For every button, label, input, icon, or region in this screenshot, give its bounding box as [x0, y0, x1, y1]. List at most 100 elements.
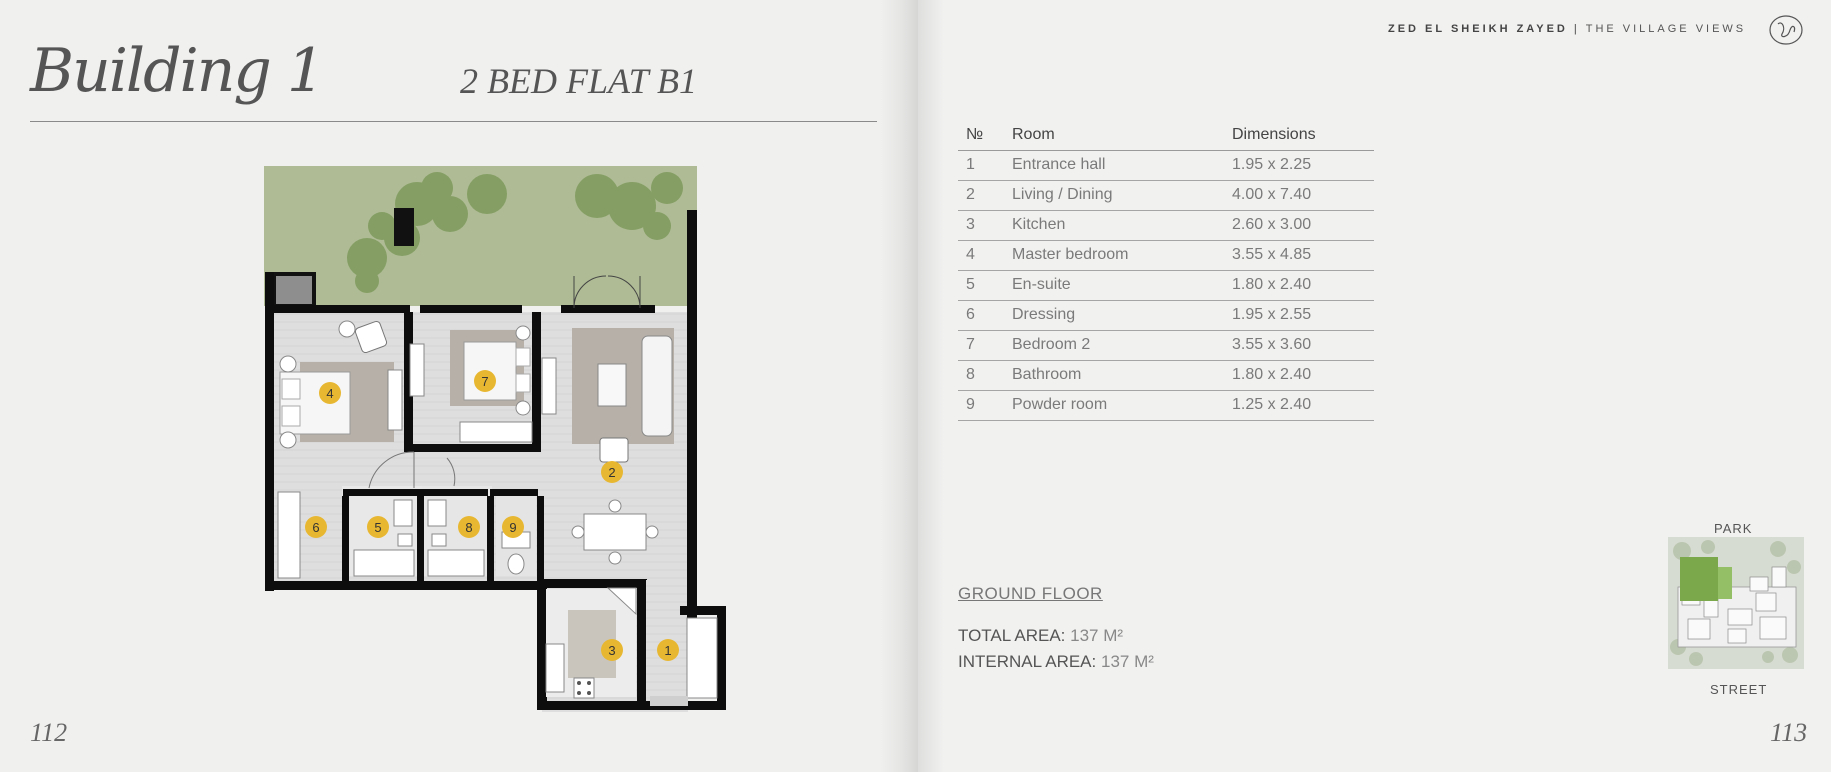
row-room: Powder room [1004, 390, 1224, 421]
row-dimensions: 3.55 x 3.60 [1224, 330, 1374, 361]
total-area-value: 137 M² [1070, 626, 1124, 645]
walls [265, 210, 726, 710]
site-plan-highlight [1680, 557, 1718, 601]
row-room: Dressing [1004, 300, 1224, 331]
svg-text:6: 6 [312, 520, 319, 535]
row-number: 7 [958, 330, 1004, 361]
table-header-row: № Room Dimensions [958, 120, 1374, 151]
page-number-right: 113 [1770, 718, 1808, 747]
bathroom-bath [427, 549, 485, 577]
brand-logo-icon [1769, 15, 1803, 45]
row-number: 8 [958, 360, 1004, 391]
brand-separator: | [1573, 23, 1580, 35]
page-number-left: 112 [30, 718, 68, 747]
book-spine-shadow [880, 0, 918, 772]
room-marker-2: 2 [601, 461, 623, 483]
room-marker-7: 7 [474, 370, 496, 392]
floor-plan: 1 2 3 4 5 6 7 8 9 [264, 166, 726, 712]
row-room: En-suite [1004, 270, 1224, 301]
dining-table [571, 499, 659, 565]
wardrobe-bedroom-2 [459, 421, 533, 443]
row-number: 5 [958, 270, 1004, 301]
wardrobe-master [387, 369, 403, 431]
row-room: Bathroom [1004, 360, 1224, 391]
living-area [572, 328, 674, 463]
entrance-floor [650, 696, 688, 706]
room-marker-6: 6 [305, 516, 327, 538]
total-area: TOTAL AREA: 137 M² [958, 626, 1123, 646]
room-marker-9: 9 [502, 516, 524, 538]
row-dimensions: 3.55 x 4.85 [1224, 240, 1374, 271]
kitchen-area [545, 587, 637, 699]
svg-text:1: 1 [664, 643, 671, 658]
row-number: 9 [958, 390, 1004, 421]
row-number: 2 [958, 180, 1004, 211]
brand-project: ZED EL SHEIKH ZAYED [1388, 23, 1568, 35]
garden-post [394, 208, 414, 246]
svg-text:2: 2 [608, 465, 615, 480]
garden-door [573, 275, 641, 309]
svg-text:4: 4 [326, 386, 333, 401]
row-dimensions: 1.95 x 2.55 [1224, 300, 1374, 331]
header-room: Room [1004, 120, 1224, 151]
garden-box [272, 272, 316, 308]
row-number: 1 [958, 150, 1004, 181]
svg-text:8: 8 [465, 520, 472, 535]
building-title: Building 1 [30, 36, 325, 106]
room-marker-1: 1 [657, 639, 679, 661]
garden-plants [347, 172, 683, 293]
flat-type-title: 2 BED FLAT B1 [460, 61, 698, 101]
row-room: Master bedroom [1004, 240, 1224, 271]
row-room: Entrance hall [1004, 150, 1224, 181]
row-room: Bedroom 2 [1004, 330, 1224, 361]
site-plan-street-label: STREET [1710, 682, 1768, 697]
row-dimensions: 1.80 x 2.40 [1224, 270, 1374, 301]
room-marker-4: 4 [319, 382, 341, 404]
room-marker-5: 5 [367, 516, 389, 538]
internal-area: INTERNAL AREA: 137 M² [958, 652, 1154, 672]
row-room: Kitchen [1004, 210, 1224, 241]
site-plan-park-label: PARK [1714, 521, 1753, 536]
row-number: 6 [958, 300, 1004, 331]
interior-doors [368, 451, 456, 489]
brand-subtitle: THE VILLAGE VIEWS [1585, 23, 1747, 35]
svg-text:7: 7 [481, 374, 488, 389]
row-dimensions: 1.80 x 2.40 [1224, 360, 1374, 391]
book-spine-shadow-right [918, 0, 944, 772]
master-bed [279, 355, 394, 449]
site-plan-map [1668, 537, 1804, 669]
svg-text:9: 9 [509, 520, 516, 535]
row-dimensions: 2.60 x 3.00 [1224, 210, 1374, 241]
floor-label: GROUND FLOOR [958, 584, 1103, 603]
brand-header: ZED EL SHEIKH ZAYED | THE VILLAGE VIEWS [1388, 23, 1746, 35]
powder-room-toilet [507, 553, 525, 575]
bedroom-2-bed [450, 325, 531, 416]
room-marker-8: 8 [458, 516, 480, 538]
en-suite-bath [353, 549, 415, 577]
internal-area-label: INTERNAL AREA: [958, 652, 1097, 671]
total-area-label: TOTAL AREA: [958, 626, 1066, 645]
svg-text:5: 5 [374, 520, 381, 535]
row-dimensions: 1.25 x 2.40 [1224, 390, 1374, 421]
title-divider [30, 121, 877, 122]
svg-text:3: 3 [608, 643, 615, 658]
internal-area-value: 137 M² [1100, 652, 1154, 671]
armchair-master [338, 320, 388, 354]
row-dimensions: 4.00 x 7.40 [1224, 180, 1374, 211]
row-number: 3 [958, 210, 1004, 241]
row-number: 4 [958, 240, 1004, 271]
header-number: № [958, 120, 1004, 151]
row-dimensions: 1.95 x 2.25 [1224, 150, 1374, 181]
entrance-closet [686, 617, 718, 699]
room-marker-3: 3 [601, 639, 623, 661]
